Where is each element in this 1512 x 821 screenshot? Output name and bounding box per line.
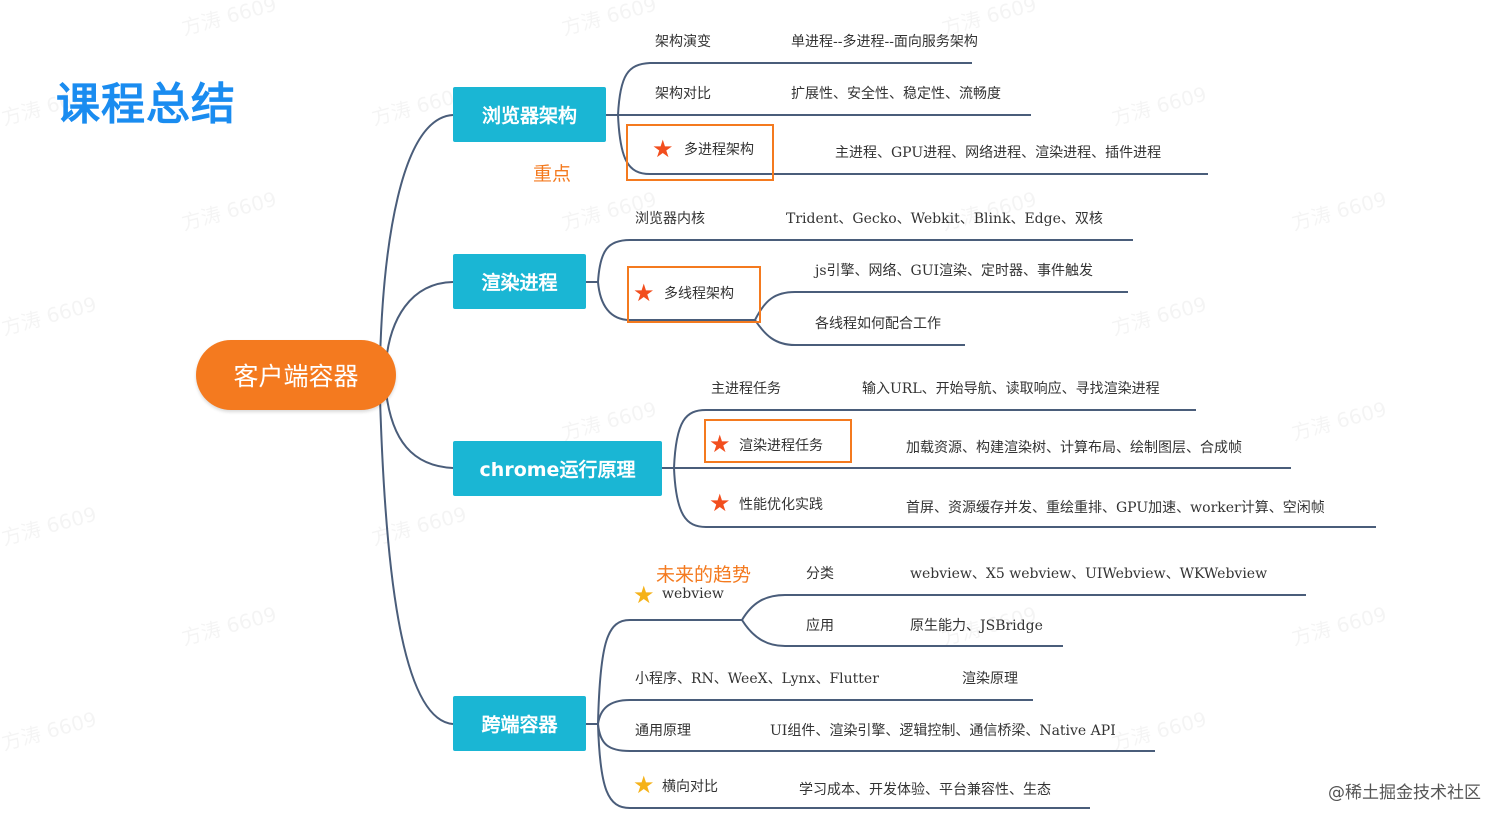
- branch-chrome-principle: chrome运行原理: [453, 441, 662, 496]
- item-arch-evolution: 架构演变: [655, 34, 711, 50]
- item-multithread-arch: 多线程架构: [664, 286, 734, 302]
- detail-webview-category: webview、X5 webview、UIWebview、WKWebview: [910, 566, 1268, 582]
- item-multiprocess-arch: 多进程架构: [684, 142, 754, 158]
- item-arch-compare: 架构对比: [655, 86, 711, 102]
- highlight-box-multiprocess: [626, 124, 774, 181]
- detail-browser-kernel: Trident、Gecko、Webkit、Blink、Edge、双核: [786, 211, 1103, 227]
- detail-thread-list: js引擎、网络、GUI渲染、定时器、事件触发: [815, 263, 1094, 279]
- branch-cross-container: 跨端容器: [453, 696, 586, 751]
- star-red-icon: ★: [709, 489, 731, 517]
- item-render-process-task: 渲染进程任务: [739, 438, 823, 454]
- connector-root-chrome: [385, 391, 454, 469]
- item-webview-category: 分类: [806, 566, 834, 582]
- detail-horizontal-compare: 学习成本、开发体验、平台兼容性、生态: [799, 782, 1051, 798]
- detail-webview-application: 原生能力、JSBridge: [910, 618, 1043, 634]
- root-node: 客户端容器: [196, 340, 396, 410]
- detail-main-process-task: 输入URL、开始导航、读取响应、寻找渲染进程: [862, 381, 1160, 397]
- item-horizontal-compare: 横向对比: [662, 779, 718, 795]
- detail-performance: 首屏、资源缓存并发、重绘重排、GPU加速、worker计算、空闲帧: [906, 500, 1325, 516]
- connector-root-browser: [379, 114, 454, 361]
- note-key-point: 重点: [533, 163, 572, 185]
- item-main-process-task: 主进程任务: [711, 381, 781, 397]
- star-red-icon: ★: [633, 279, 655, 307]
- source-credit: @稀土掘金技术社区: [1328, 783, 1481, 803]
- item-performance: 性能优化实践: [739, 497, 823, 513]
- star-gold-icon: ★: [633, 581, 655, 609]
- item-browser-kernel: 浏览器内核: [635, 211, 705, 227]
- connector-root-render: [385, 281, 454, 363]
- star-gold-icon: ★: [633, 771, 655, 799]
- note-future-trend: 未来的趋势: [656, 564, 752, 586]
- detail-render-principle: 渲染原理: [962, 671, 1018, 687]
- detail-thread-cooperation: 各线程如何配合工作: [815, 316, 941, 332]
- item-webview: webview: [662, 586, 724, 602]
- star-red-icon: ★: [652, 135, 674, 163]
- star-red-icon: ★: [709, 430, 731, 458]
- highlight-box-render-task: [704, 419, 852, 463]
- detail-arch-evolution: 单进程--多进程--面向服务架构: [791, 34, 978, 50]
- detail-general-principle: UI组件、渲染引擎、逻辑控制、通信桥梁、Native API: [770, 723, 1116, 739]
- detail-render-process-task: 加载资源、构建渲染树、计算布局、绘制图层、合成帧: [906, 440, 1242, 456]
- detail-arch-compare: 扩展性、安全性、稳定性、流畅度: [791, 86, 1001, 102]
- connector-root-cross: [379, 397, 454, 725]
- item-general-principle: 通用原理: [635, 723, 691, 739]
- branch-render-process: 渲染进程: [453, 254, 586, 309]
- highlight-box-multithread: [627, 266, 761, 323]
- item-webview-application: 应用: [806, 618, 834, 634]
- branch-browser-arch: 浏览器架构: [453, 87, 606, 142]
- detail-multiprocess-arch: 主进程、GPU进程、网络进程、渲染进程、插件进程: [835, 145, 1162, 161]
- page-title: 课程总结: [56, 79, 236, 130]
- item-mini-frameworks: 小程序、RN、WeeX、Lynx、Flutter: [635, 671, 879, 687]
